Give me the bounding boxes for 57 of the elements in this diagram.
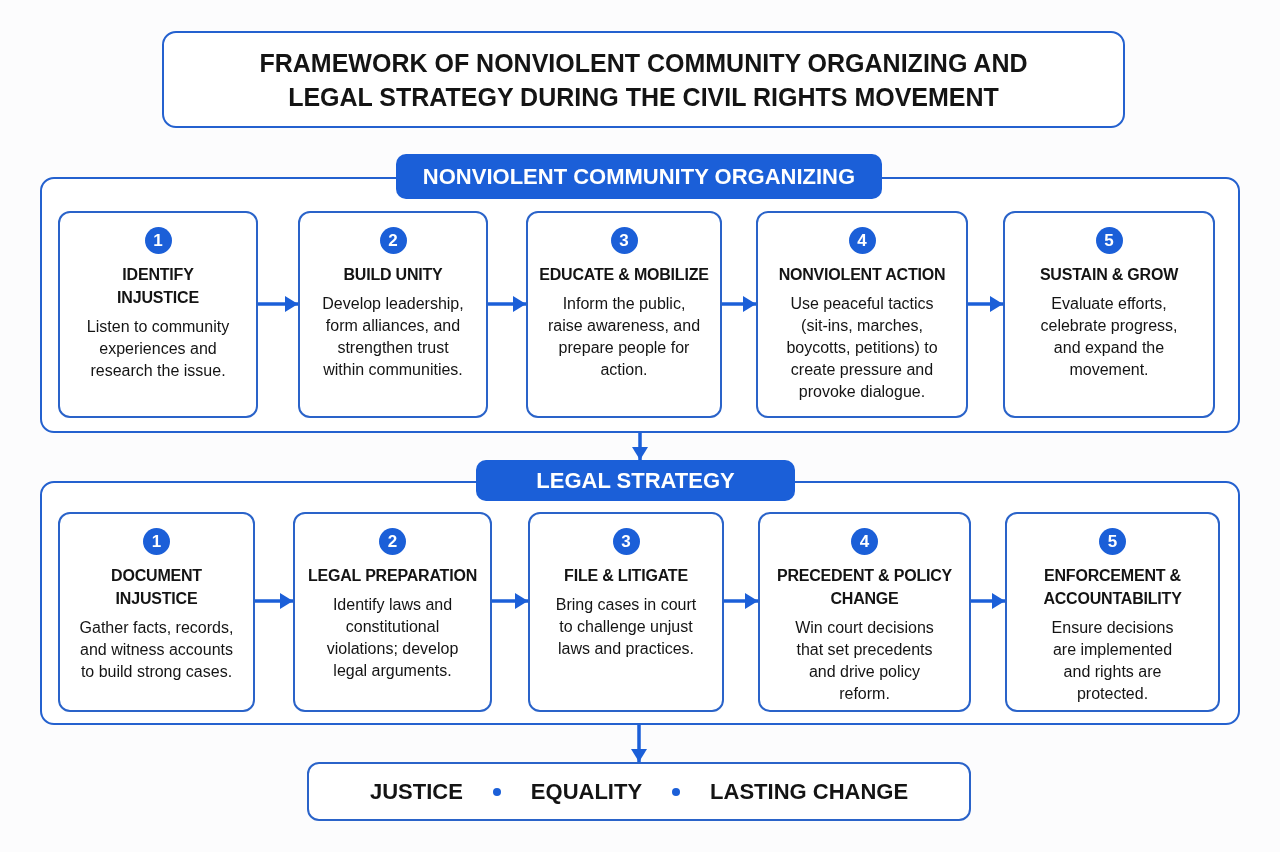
step-description: Gather facts, records, and witness accounts to build strong cases. (78, 618, 235, 682)
step-card (1003, 211, 1215, 418)
step-title: FILE & LITIGATE (564, 566, 688, 586)
step-card (298, 211, 488, 418)
outcome-box (307, 762, 971, 821)
step-number-badge: 2 (379, 227, 407, 254)
outcome-text: JUSTICE (369, 778, 463, 805)
arrow (255, 593, 293, 609)
step-title: ENFORCEMENT & ACCOUNTABILITY (1042, 566, 1183, 609)
step-description: Evaluate efforts, celebrate progress, and expand the movement. (1039, 294, 1179, 380)
arrow (258, 296, 298, 312)
arrow (631, 725, 647, 762)
arrow (488, 296, 526, 312)
title-banner: FRAMEWORK OF NONVIOLENT COMMUNITY ORGANIZING AND LEGAL STRATEGY DURING THE CIVIL RIGHTS MOVEMENT (162, 31, 1125, 128)
step-card (293, 512, 492, 712)
step-description: Use peaceful tactics (sit-ins, marches, boycotts, petitions) to create pressure and provoke dialogue. (785, 294, 939, 402)
step-card (758, 512, 971, 712)
outcome-text: EQUALITY (530, 778, 643, 805)
step-description: Bring cases in court to challenge unjust laws and practices. (554, 595, 698, 659)
arrow (722, 296, 756, 312)
step-description: Listen to community experiences and research the issue. (85, 317, 231, 381)
step-card (526, 211, 722, 418)
step-card (528, 512, 724, 712)
step-description: Develop leadership, form alliances, and strengthen trust within communities. (321, 294, 465, 380)
outcome-text: LASTING CHANGE (710, 778, 909, 805)
step-number-badge: 5 (1095, 227, 1123, 254)
step-number-badge: 4 (851, 528, 878, 555)
step-description: Win court decisions that set precedents and drive policy reform. (794, 618, 935, 704)
step-title: IDENTIFY INJUSTICE (116, 265, 200, 308)
step-title: NONVIOLENT ACTION (778, 265, 946, 285)
step-description: Inform the public, raise awareness, and prepare people for action. (546, 294, 702, 380)
step-card (58, 211, 258, 418)
step-title: EDUCATE & MOBILIZE (539, 265, 709, 285)
section-title-tab: NONVIOLENT COMMUNITY ORGANIZING (396, 154, 882, 199)
step-title: LEGAL PREPARATION (307, 566, 478, 586)
step-number-badge: 1 (143, 528, 170, 555)
arrow (968, 296, 1003, 312)
step-number-badge: 5 (1099, 528, 1126, 555)
section-title-tab: LEGAL STRATEGY (476, 460, 795, 501)
arrow (632, 433, 648, 460)
step-number-badge: 1 (144, 227, 172, 254)
step-title: BUILD UNITY (343, 265, 443, 285)
step-description: Identify laws and constitutional violations; develop legal arguments. (325, 595, 460, 681)
step-card (756, 211, 968, 418)
step-description: Ensure decisions are implemented and rights are protected. (1050, 618, 1175, 704)
step-number-badge: 4 (848, 227, 876, 254)
step-number-badge: 2 (379, 528, 406, 555)
step-card (1005, 512, 1220, 712)
arrow (971, 593, 1005, 609)
step-number-badge: 3 (612, 528, 640, 555)
arrow (724, 593, 758, 609)
step-title: DOCUMENT INJUSTICE (110, 566, 203, 609)
arrow (492, 593, 528, 609)
step-card (58, 512, 255, 712)
step-title: PRECEDENT & POLICY CHANGE (775, 566, 954, 609)
step-title: SUSTAIN & GROW (1039, 265, 1179, 285)
step-number-badge: 3 (610, 227, 638, 254)
